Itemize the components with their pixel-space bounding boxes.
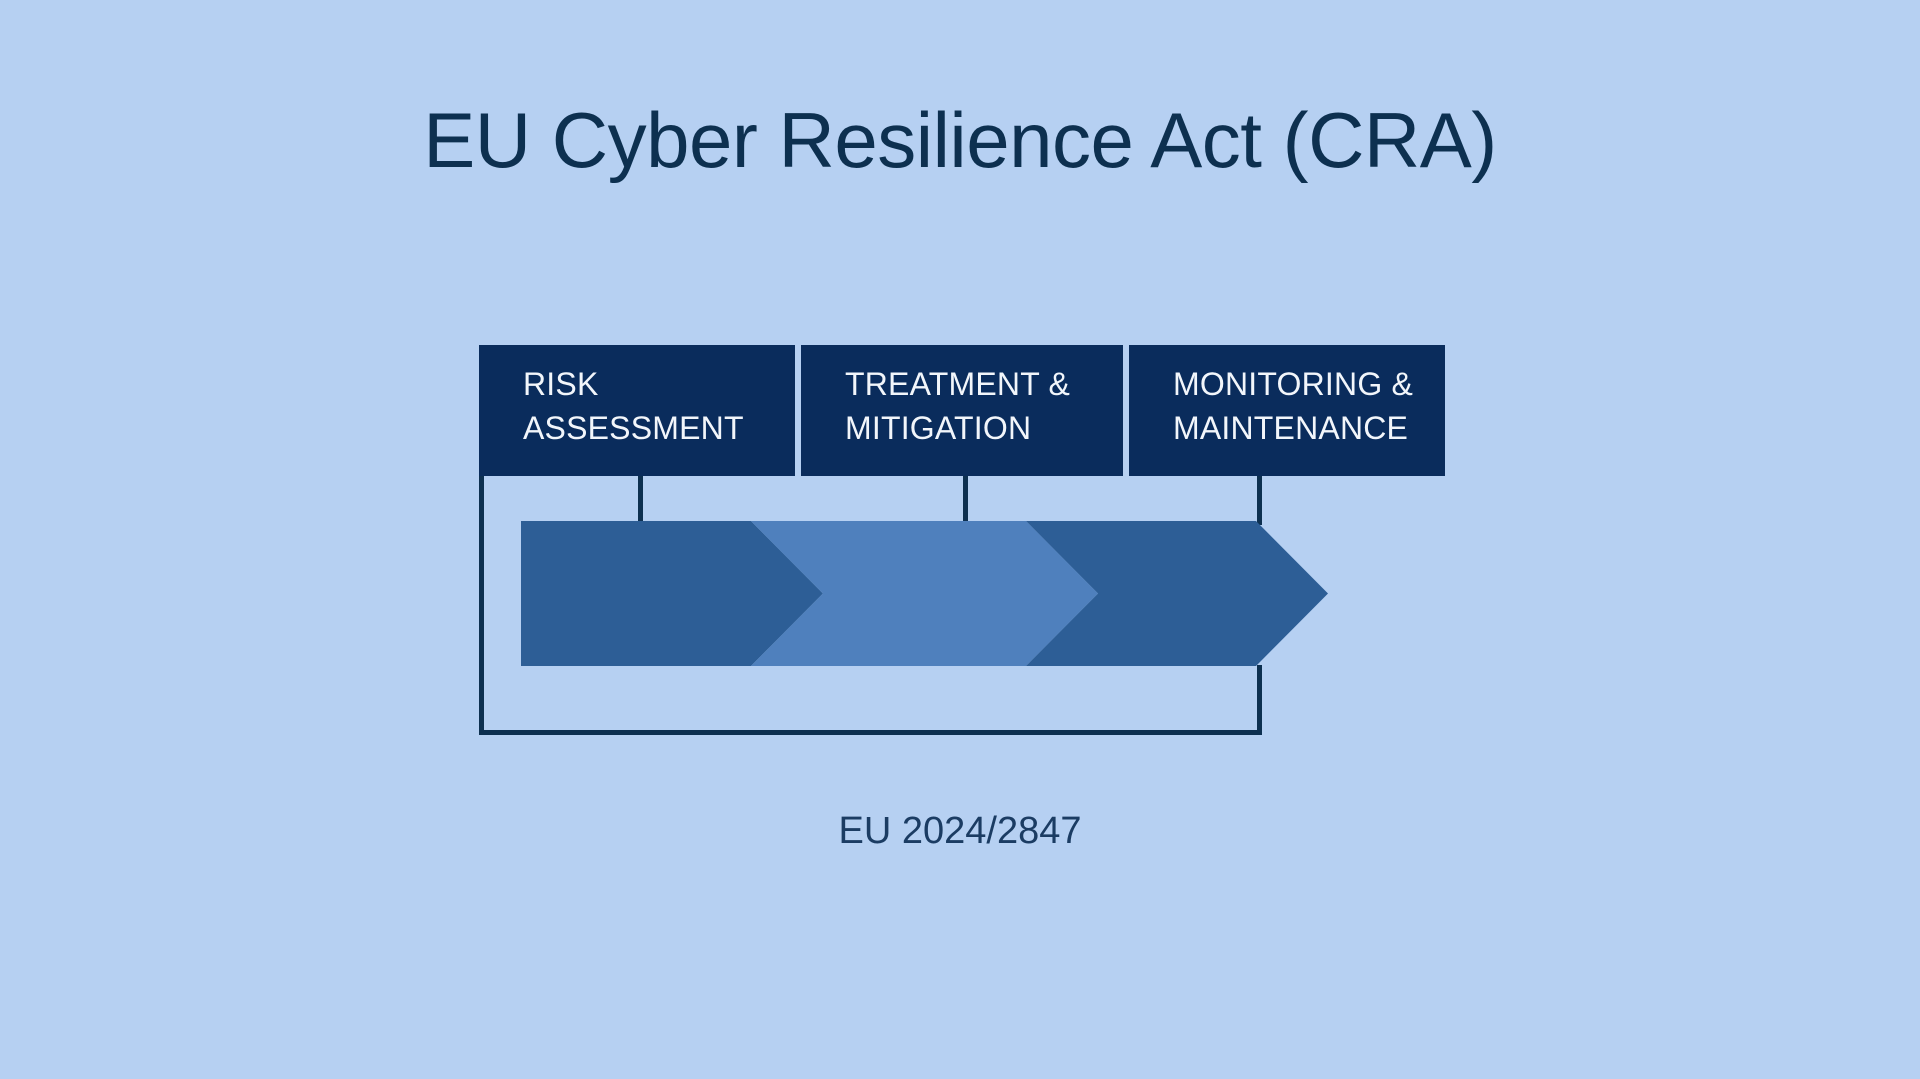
- connector-stem-risk-assessment: [638, 476, 643, 525]
- regulation-caption: EU 2024/2847: [838, 810, 1082, 852]
- phase-label-monitoring-maintenance: MONITORING & MAINTENANCE: [1173, 366, 1414, 446]
- phase-label-risk-assessment: RISK ASSESSMENT: [523, 366, 744, 446]
- feedback-loop-bottom-segment: [479, 730, 1262, 735]
- phase-box-monitoring-maintenance[interactable]: MONITORING & MAINTENANCE: [1129, 345, 1445, 476]
- phase-box-treatment-mitigation[interactable]: TREATMENT & MITIGATION: [801, 345, 1123, 476]
- chevron-arrow-risk-assessment[interactable]: [521, 521, 823, 666]
- page-title: EU Cyber Resilience Act (CRA): [423, 96, 1497, 184]
- phase-box-risk-assessment[interactable]: RISK ASSESSMENT: [479, 345, 795, 476]
- feedback-loop-right-segment: [1257, 665, 1262, 735]
- chevron-arrow-monitoring-maintenance[interactable]: [1026, 521, 1328, 666]
- phase-box-row: RISK ASSESSMENT TREATMENT & MITIGATION M…: [479, 345, 1445, 476]
- chevron-arrow-treatment-mitigation[interactable]: [751, 521, 1098, 666]
- connector-stem-monitoring-maintenance: [1257, 476, 1262, 525]
- feedback-loop-left-segment: [479, 476, 484, 735]
- chevron-arrow-band: [521, 521, 1400, 666]
- connector-stem-treatment-mitigation: [963, 476, 968, 525]
- phase-label-treatment-mitigation: TREATMENT & MITIGATION: [845, 366, 1071, 446]
